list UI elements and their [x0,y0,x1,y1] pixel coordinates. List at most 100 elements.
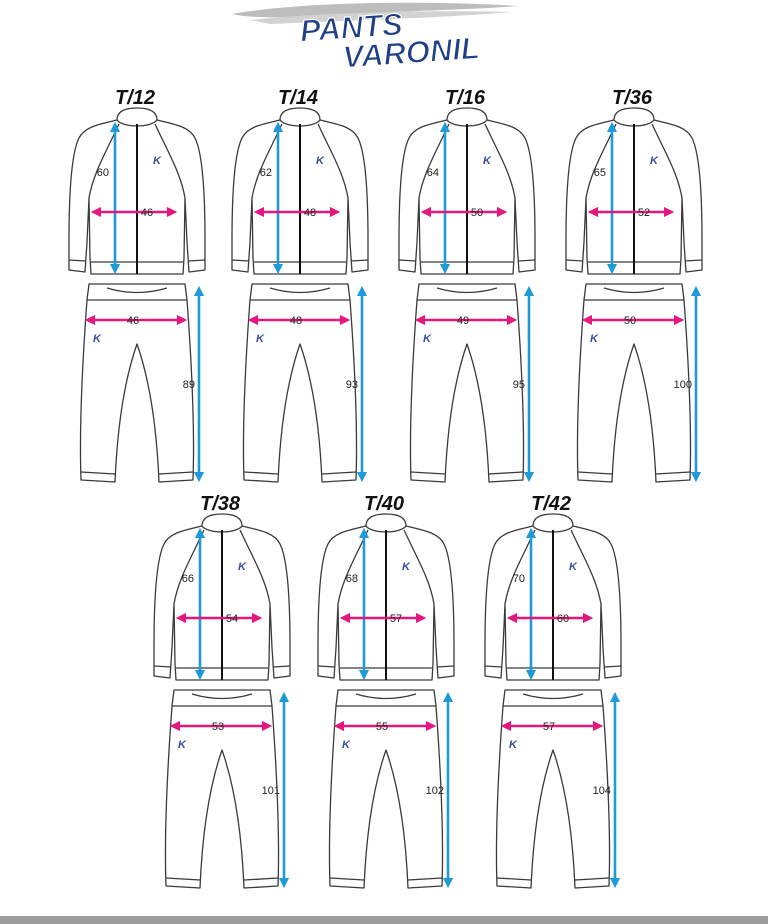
jacket-collar [201,513,243,533]
ankle-cuff-left [80,471,116,475]
jacket-width-value: 54 [226,613,238,625]
pants-length-value: 93 [346,379,358,391]
jacket-length-value: 66 [182,573,194,585]
size-label: T/42 [531,493,571,515]
length-legend-badge: LARGO [0,5,84,41]
pants-width-value: 46 [127,315,139,327]
jacket-width-value: 52 [638,207,650,219]
ankle-cuff-right [655,471,691,475]
size-label: T/16 [445,87,486,109]
pants-length-value: 89 [183,379,195,391]
pants-body [576,283,692,483]
brand-mark-jacket: K [402,561,411,573]
cuff-right [187,259,206,262]
brand-mark-jacket: K [316,155,325,167]
brand-mark-jacket: K [650,155,659,167]
pants-outline [328,689,444,889]
width-legend-text: ANCHO [0,9,87,36]
pants-length-value: 101 [262,785,280,797]
width-legend-badge: ANCHO [0,5,87,41]
jacket-length-value: 70 [513,573,525,585]
jacket-width-value: 57 [390,613,402,625]
brand-mark-pants: K [423,333,432,345]
raglan-seam-right [651,123,683,199]
brand-mark-pants: K [93,333,102,345]
pants-outline [409,283,525,483]
brush-stroke-decoration [232,2,520,24]
brand-mark-jacket: K [569,561,578,573]
raglan-seam-right [403,529,435,605]
drawstring [603,287,665,294]
pants-body [328,689,444,889]
cuff-left [153,665,172,668]
pants-outline [79,283,195,483]
drawstring [106,287,168,294]
jacket-collar [613,107,655,127]
brand-mark-pants: K [256,333,265,345]
raglan-seam-right [484,123,516,199]
drawstring [355,693,417,700]
title-line-1: PANTS [299,6,404,48]
brand-mark-pants: K [342,739,351,751]
pants-length-value: 100 [674,379,692,391]
pants-length-value: 95 [513,379,525,391]
jacket-length-value: 64 [427,167,439,179]
brand-mark-pants: K [509,739,518,751]
size-label: T/14 [278,87,318,109]
ankle-cuff-left [577,471,613,475]
pants-body [409,283,525,483]
pants-width-value: 53 [212,721,224,733]
ankle-cuff-right [158,471,194,475]
cuff-right [350,259,369,262]
ankle-cuff-right [488,471,524,475]
jacket-collar [532,513,574,533]
jacket-collar [365,513,407,533]
ankle-cuff-left [496,877,532,881]
size-label: T/40 [364,493,404,515]
ankle-cuff-left [329,877,365,881]
cuff-left [317,665,336,668]
title-logo: PANTS VARONIL [298,6,481,76]
pants-body [242,283,358,483]
cuff-right [517,259,536,262]
jacket-collar [279,107,321,127]
cuff-right [272,665,291,668]
brand-mark-pants: K [590,333,599,345]
ankle-cuff-right [574,877,610,881]
raglan-seam-right [317,123,349,199]
ankle-cuff-left [243,471,279,475]
pants-outline [495,689,611,889]
pants-outline [576,283,692,483]
jacket-length-value: 65 [594,167,606,179]
cuff-right [603,665,622,668]
pants-outline [242,283,358,483]
size-label: T/12 [115,87,155,109]
drawstring [522,693,584,700]
bottom-border [0,916,768,924]
pants-width-value: 57 [543,721,555,733]
cuff-left [398,259,417,262]
pants-width-value: 49 [457,315,469,327]
cuff-left [565,259,584,262]
jacket-collar [116,107,158,127]
cuff-left [484,665,503,668]
brand-mark-jacket: K [483,155,492,167]
pants-body [79,283,195,483]
size-label: T/36 [612,87,653,109]
pants-length-value: 102 [426,785,444,797]
ankle-cuff-right [407,877,443,881]
pants-width-value: 50 [624,315,636,327]
ankle-cuff-left [410,471,446,475]
ankle-cuff-right [243,877,279,881]
raglan-seam-right [570,529,602,605]
drawstring [436,287,498,294]
jacket-width-value: 48 [304,207,316,219]
